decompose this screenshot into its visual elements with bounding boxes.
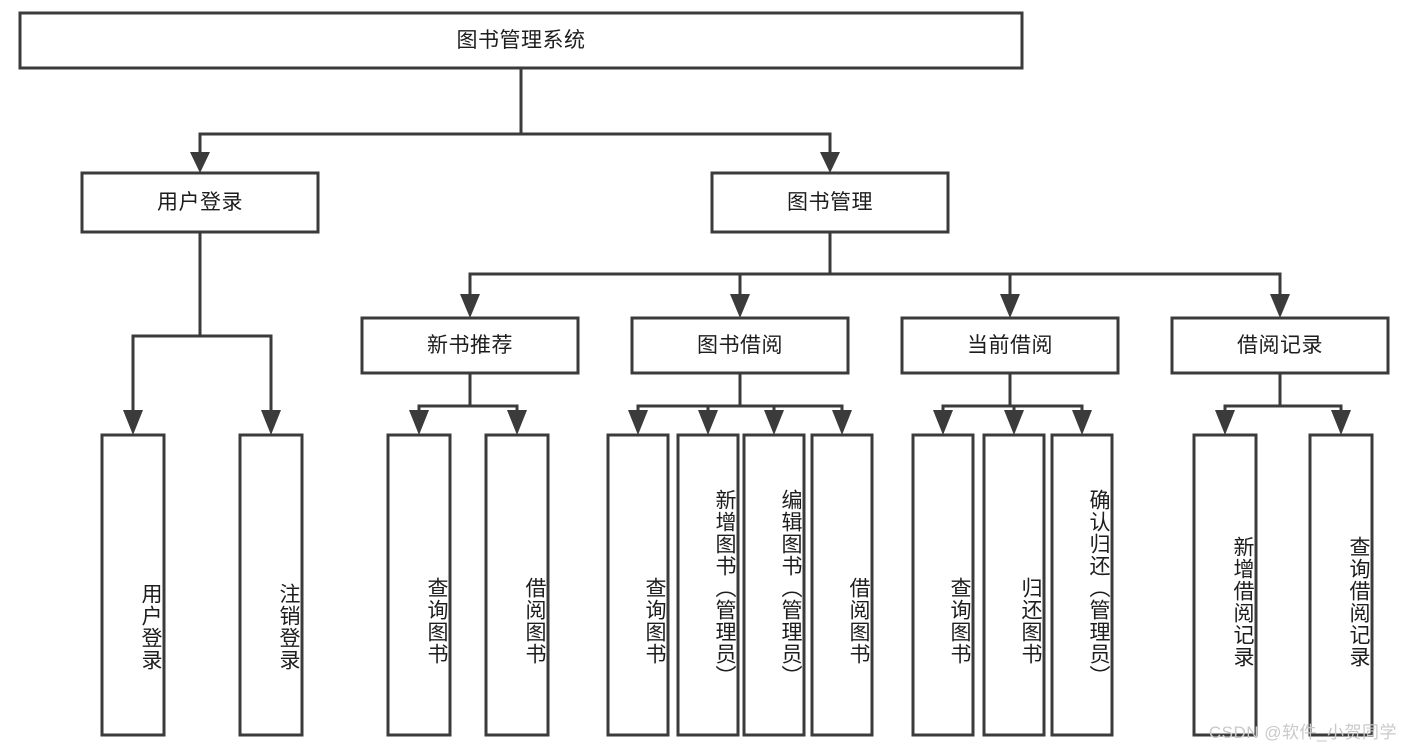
arrow-head-leaf-user-login-1 <box>261 410 281 435</box>
arrow-head-leaf-current-borrow-1 <box>1004 410 1024 435</box>
leaf-label-book-borrow-0: 查询图书 <box>643 577 666 665</box>
label-borrow-records: 借阅记录 <box>1237 334 1323 357</box>
leaf-label-current-borrow-2: 确认归还（管理员） <box>1087 489 1110 687</box>
arrow-head-leaf-user-login-0 <box>123 410 143 435</box>
arrow-head-leaf-current-borrow-0 <box>933 410 953 435</box>
arrow-head-leaf-book-borrow-0 <box>628 410 648 435</box>
arrow-head-book-borrow <box>730 294 750 318</box>
leaf-label-book-borrow-1: 新增图书（管理员） <box>713 489 736 687</box>
label-root: 图书管理系统 <box>456 29 586 52</box>
arrow-head-current-borrow <box>1000 294 1020 318</box>
label-new-book-recommend: 新书推荐 <box>427 334 513 357</box>
node-box-user-login[interactable] <box>80 171 320 234</box>
label-current-borrow: 当前借阅 <box>967 334 1053 357</box>
arrow-head-leaf-book-borrow-2 <box>764 410 784 435</box>
leaf-label-book-borrow-3: 借阅图书 <box>847 577 870 665</box>
leaf-box-book-borrow-0[interactable] <box>606 433 670 737</box>
leaf-box-book-borrow-3[interactable] <box>810 433 874 737</box>
arrow-head-leaf-book-borrow-1 <box>698 410 718 435</box>
leaf-box-current-borrow-2[interactable] <box>1050 433 1114 737</box>
arrow-head-borrow-records <box>1270 294 1290 318</box>
leaf-label-current-borrow-0: 查询图书 <box>948 577 971 665</box>
leaf-box-current-borrow-1[interactable] <box>982 433 1046 737</box>
leaf-box-user-login-0[interactable] <box>100 433 166 737</box>
leaf-box-user-login-1[interactable] <box>238 433 304 737</box>
leaf-label-book-borrow-2: 编辑图书（管理员） <box>779 489 802 687</box>
arrow-head-leaf-borrow-records-0 <box>1215 410 1235 435</box>
leaf-box-book-borrow-1[interactable] <box>676 433 740 737</box>
arrow-head-leaf-borrow-records-1 <box>1331 410 1351 435</box>
leaf-label-borrow-records-0: 新增借阅记录 <box>1231 536 1254 668</box>
leaf-label-current-borrow-1: 归还图书 <box>1019 577 1042 665</box>
arrow-head-user-login <box>190 152 210 173</box>
leaf-box-new-book-recommend-1[interactable] <box>484 433 550 737</box>
node-box-current-borrow[interactable] <box>900 316 1120 375</box>
arrow-head-book-management <box>820 152 840 173</box>
arrow-head-leaf-new-book-recommend-0 <box>409 410 429 435</box>
label-book-borrow: 图书借阅 <box>697 334 783 357</box>
leaf-label-user-login-0: 用户登录 <box>139 583 162 671</box>
arrow-head-new-book-recommend <box>460 294 480 318</box>
leaf-box-current-borrow-0[interactable] <box>911 433 975 737</box>
node-box-root[interactable] <box>18 11 1024 70</box>
leaf-box-borrow-records-1[interactable] <box>1308 433 1374 737</box>
arrow-head-leaf-new-book-recommend-1 <box>507 410 527 435</box>
arrow-head-leaf-current-borrow-2 <box>1072 410 1092 435</box>
leaf-label-new-book-recommend-0: 查询图书 <box>425 577 448 665</box>
leaf-label-new-book-recommend-1: 借阅图书 <box>523 577 546 665</box>
node-box-new-book-recommend[interactable] <box>360 316 580 375</box>
leaf-box-new-book-recommend-0[interactable] <box>386 433 452 737</box>
leaf-box-borrow-records-0[interactable] <box>1192 433 1258 737</box>
arrow-head-leaf-book-borrow-3 <box>832 410 852 435</box>
label-book-management: 图书管理 <box>787 191 873 214</box>
leaf-label-borrow-records-1: 查询借阅记录 <box>1347 536 1370 668</box>
label-user-login: 用户登录 <box>157 191 243 214</box>
leaf-label-user-login-1: 注销登录 <box>277 583 300 671</box>
